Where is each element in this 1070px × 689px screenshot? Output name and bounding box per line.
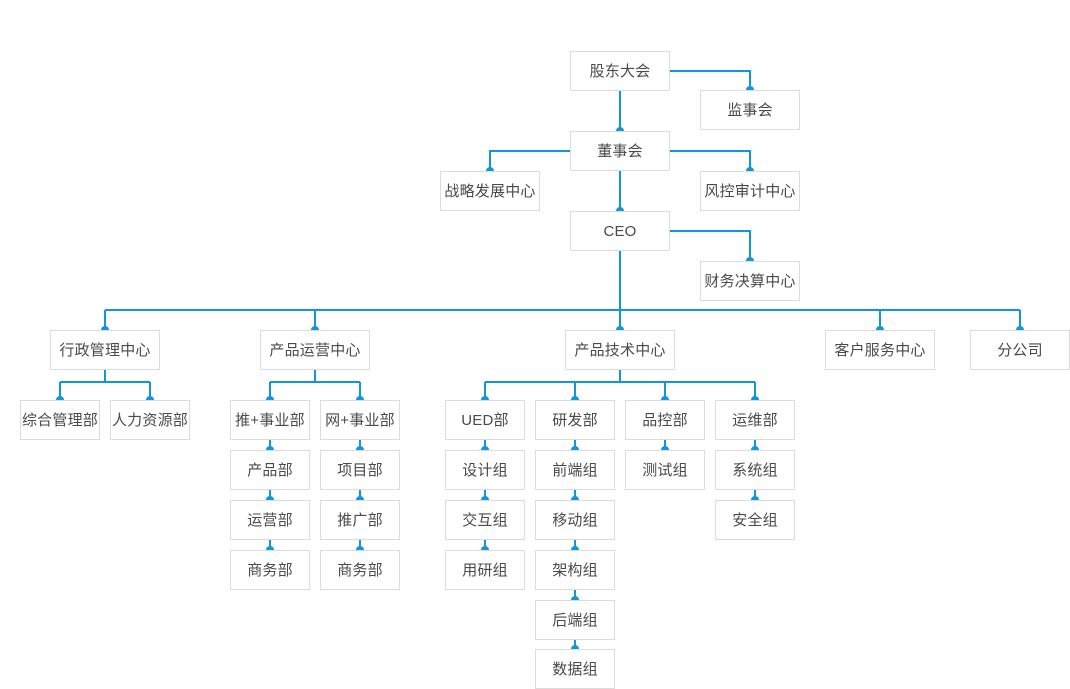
org-node-label: 产品部: [247, 461, 293, 479]
org-node-label: 董事会: [597, 142, 643, 160]
connector-line: [670, 70, 751, 90]
org-node-label: 架构组: [552, 561, 598, 579]
org-node-label: 设计组: [462, 461, 508, 479]
org-node-label: 安全组: [732, 511, 778, 529]
org-node-ops-dept[interactable]: 运营部: [230, 500, 310, 540]
org-node-promo-dept[interactable]: 推广部: [320, 500, 400, 540]
org-node-label: 系统组: [732, 461, 778, 479]
org-node-admin-center[interactable]: 行政管理中心: [50, 330, 160, 370]
org-node-system-group[interactable]: 系统组: [715, 450, 795, 490]
org-node-tui-bu[interactable]: 推+事业部: [230, 400, 310, 440]
org-node-label: 推广部: [337, 511, 383, 529]
org-node-shareholders[interactable]: 股东大会: [570, 51, 670, 91]
org-node-label: 推+事业部: [235, 411, 305, 429]
org-node-research-group[interactable]: 用研组: [445, 550, 525, 590]
org-node-label: 移动组: [552, 511, 598, 529]
org-node-customer-svc[interactable]: 客户服务中心: [825, 330, 935, 370]
org-node-label: UED部: [461, 411, 509, 429]
org-node-interact-group[interactable]: 交互组: [445, 500, 525, 540]
org-node-label: 研发部: [552, 411, 598, 429]
org-node-label: 行政管理中心: [59, 341, 151, 359]
org-node-label: 分公司: [997, 341, 1043, 359]
org-node-mobile-group[interactable]: 移动组: [535, 500, 615, 540]
org-node-test-group[interactable]: 测试组: [625, 450, 705, 490]
org-node-label: 前端组: [552, 461, 598, 479]
org-node-label: 战略发展中心: [444, 182, 536, 200]
org-node-product-dept[interactable]: 产品部: [230, 450, 310, 490]
org-node-hr[interactable]: 人力资源部: [110, 400, 190, 440]
org-node-label: 商务部: [337, 561, 383, 579]
org-node-product-tech[interactable]: 产品技术中心: [565, 330, 675, 370]
org-node-label: 交互组: [462, 511, 508, 529]
org-node-ops-tech[interactable]: 运维部: [715, 400, 795, 440]
org-node-label: 监事会: [727, 101, 773, 119]
org-node-general-mgmt[interactable]: 综合管理部: [20, 400, 100, 440]
connector-line: [489, 150, 570, 171]
org-node-biz-dept-1[interactable]: 商务部: [230, 550, 310, 590]
org-node-label: 运营部: [247, 511, 293, 529]
org-node-ceo[interactable]: CEO: [570, 211, 670, 251]
org-node-project-dept[interactable]: 项目部: [320, 450, 400, 490]
org-node-board[interactable]: 董事会: [570, 131, 670, 171]
org-node-arch-group[interactable]: 架构组: [535, 550, 615, 590]
org-node-label: 商务部: [247, 561, 293, 579]
org-node-label: 运维部: [732, 411, 778, 429]
org-node-branch[interactable]: 分公司: [970, 330, 1070, 370]
org-node-label: 财务决算中心: [704, 272, 796, 290]
org-node-security-group[interactable]: 安全组: [715, 500, 795, 540]
connector-line: [670, 230, 751, 261]
org-node-backend-group[interactable]: 后端组: [535, 600, 615, 640]
org-node-finance[interactable]: 财务决算中心: [700, 261, 800, 301]
org-node-label: 综合管理部: [21, 411, 98, 429]
org-node-label: 客户服务中心: [834, 341, 926, 359]
org-node-strategy[interactable]: 战略发展中心: [440, 171, 540, 211]
org-node-data-group[interactable]: 数据组: [535, 649, 615, 689]
org-node-label: 产品技术中心: [574, 341, 666, 359]
org-node-label: 品控部: [642, 411, 688, 429]
org-node-label: 风控审计中心: [704, 182, 796, 200]
org-node-label: 网+事业部: [325, 411, 395, 429]
org-node-label: 测试组: [642, 461, 688, 479]
org-node-wang-bu[interactable]: 网+事业部: [320, 400, 400, 440]
org-node-frontend-group[interactable]: 前端组: [535, 450, 615, 490]
org-node-label: 后端组: [552, 611, 598, 629]
org-node-riskaudit[interactable]: 风控审计中心: [700, 171, 800, 211]
org-node-rnd[interactable]: 研发部: [535, 400, 615, 440]
org-node-label: 项目部: [337, 461, 383, 479]
org-node-label: 股东大会: [589, 62, 651, 80]
org-node-ued[interactable]: UED部: [445, 400, 525, 440]
org-node-supervisors[interactable]: 监事会: [700, 90, 800, 130]
org-node-label: 用研组: [462, 561, 508, 579]
org-node-label: 数据组: [552, 660, 598, 678]
org-node-biz-dept-2[interactable]: 商务部: [320, 550, 400, 590]
org-node-label: 人力资源部: [111, 411, 188, 429]
org-node-design-group[interactable]: 设计组: [445, 450, 525, 490]
org-node-product-ops[interactable]: 产品运营中心: [260, 330, 370, 370]
connector-line: [670, 150, 751, 171]
org-node-qa[interactable]: 品控部: [625, 400, 705, 440]
org-node-label: 产品运营中心: [269, 341, 361, 359]
org-node-label: CEO: [603, 222, 637, 240]
